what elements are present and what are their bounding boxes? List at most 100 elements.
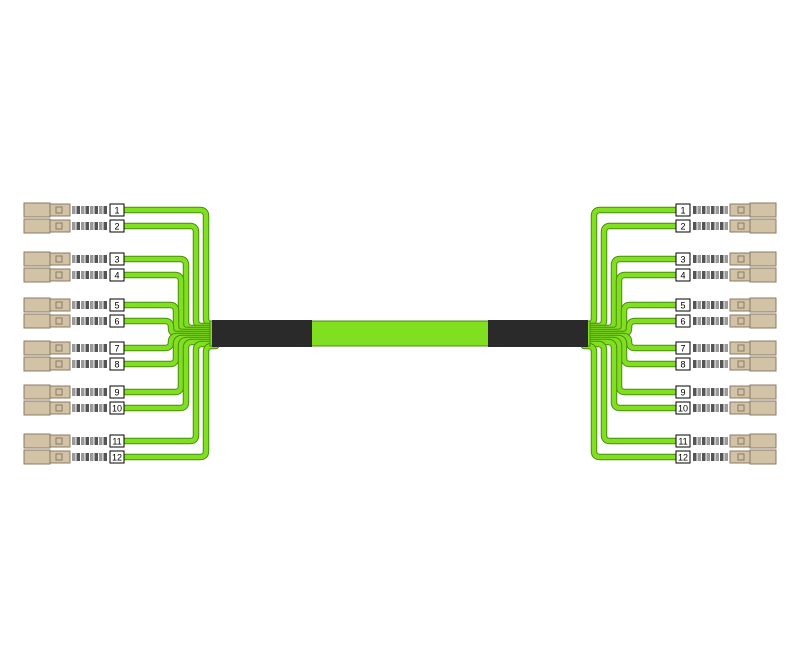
left-connector-4: 4 <box>23 267 125 283</box>
strain-relief-segment <box>711 255 715 263</box>
left-connector-8: 8 <box>23 356 125 372</box>
port-label-box <box>675 434 691 448</box>
strain-relief-segment <box>94 222 98 230</box>
sc-connector-latch <box>49 252 71 266</box>
latch-square-icon <box>737 301 745 309</box>
strain-relief-segment <box>706 271 710 279</box>
right-fiber-leg <box>581 335 683 367</box>
strain-relief-segment <box>85 255 89 263</box>
latch-square-icon <box>737 206 745 214</box>
strain-relief-segment <box>72 388 76 396</box>
strain-relief-segment <box>720 453 724 461</box>
strain-relief-segment <box>72 271 76 279</box>
strain-relief-segment <box>94 206 98 214</box>
strain-relief-segment <box>706 388 710 396</box>
sc-connector-housing <box>749 340 777 356</box>
port-label-box <box>675 203 691 217</box>
sc-connector-latch <box>729 219 751 233</box>
port-label: 7 <box>680 344 685 354</box>
port-label: 4 <box>680 271 685 281</box>
strain-relief-segment <box>693 437 697 445</box>
strain-relief-segment <box>103 271 107 279</box>
latch-square-icon <box>55 206 63 214</box>
strain-relief-segment <box>103 437 107 445</box>
sc-connector-housing <box>23 400 51 416</box>
strain-relief-segment <box>81 453 85 461</box>
strain-relief-segment <box>702 404 706 412</box>
strain-relief-segment <box>715 255 719 263</box>
port-label-box <box>109 203 125 217</box>
strain-relief-segment <box>72 255 76 263</box>
sc-connector-latch <box>49 219 71 233</box>
strain-relief-segment <box>724 301 728 309</box>
right-fiber-leg <box>581 333 683 351</box>
strain-relief-segment <box>711 360 715 368</box>
strain-relief-segment <box>697 437 701 445</box>
strain-relief-segment <box>711 437 715 445</box>
port-label-box <box>675 252 691 266</box>
left-connector-6: 6 <box>23 313 125 329</box>
right-connector-9: 9 <box>675 384 777 400</box>
port-label: 11 <box>112 437 121 447</box>
right-connector-11: 11 <box>675 433 777 449</box>
strain-relief-segment <box>99 344 103 352</box>
strain-relief-segment <box>76 344 80 352</box>
strain-relief-segment <box>702 437 706 445</box>
port-label-box <box>675 385 691 399</box>
strain-relief-segment <box>90 388 94 396</box>
strain-relief-segment <box>724 404 728 412</box>
port-label-box <box>675 357 691 371</box>
strain-relief-segment <box>724 344 728 352</box>
strain-relief-segment <box>99 271 103 279</box>
strain-relief-segment <box>706 453 710 461</box>
strain-relief-segment <box>90 437 94 445</box>
left-fiber-leg <box>117 335 219 367</box>
sc-connector-housing <box>749 433 777 449</box>
strain-relief-segment <box>706 255 710 263</box>
strain-relief-segment <box>94 271 98 279</box>
strain-relief-segment <box>99 453 103 461</box>
strain-relief-segment <box>90 271 94 279</box>
strain-relief-segment <box>94 317 98 325</box>
sc-connector-housing <box>749 356 777 372</box>
sc-connector-housing <box>23 449 51 465</box>
strain-relief-segment <box>85 301 89 309</box>
right-connector-6: 6 <box>675 313 777 329</box>
latch-square-icon <box>55 301 63 309</box>
port-label: 6 <box>114 317 119 327</box>
left-connector-2: 2 <box>23 218 125 234</box>
right-connector-12: 12 <box>675 449 777 465</box>
strain-relief-segment <box>103 344 107 352</box>
strain-relief-segment <box>697 222 701 230</box>
strain-relief-segment <box>693 206 697 214</box>
strain-relief-segment <box>702 271 706 279</box>
strain-relief-segment <box>720 222 724 230</box>
right-fiber-leg <box>581 341 683 444</box>
strain-relief-segment <box>702 360 706 368</box>
strain-relief-segment <box>94 437 98 445</box>
latch-square-icon <box>55 388 63 396</box>
port-label: 3 <box>114 255 119 265</box>
strain-relief-segment <box>81 404 85 412</box>
strain-relief-segment <box>693 255 697 263</box>
strain-relief-segment <box>693 301 697 309</box>
sc-connector-housing <box>23 267 51 283</box>
left-fiber-leg-outline <box>116 338 220 412</box>
trunk-cable <box>209 320 591 347</box>
strain-relief-segment <box>72 437 76 445</box>
strain-relief-segment <box>90 453 94 461</box>
sc-connector-housing <box>23 313 51 329</box>
latch-square-icon <box>55 404 63 412</box>
strain-relief-segment <box>693 222 697 230</box>
right-connector-8: 8 <box>675 356 777 372</box>
strain-relief-segment <box>711 206 715 214</box>
left-furcation-boot <box>212 320 312 347</box>
strain-relief-segment <box>85 317 89 325</box>
strain-relief-segment <box>711 453 715 461</box>
strain-relief-segment <box>72 206 76 214</box>
strain-relief-segment <box>715 301 719 309</box>
left-connector-1: 1 <box>23 202 125 218</box>
port-label-box <box>109 252 125 266</box>
strain-relief-segment <box>702 301 706 309</box>
